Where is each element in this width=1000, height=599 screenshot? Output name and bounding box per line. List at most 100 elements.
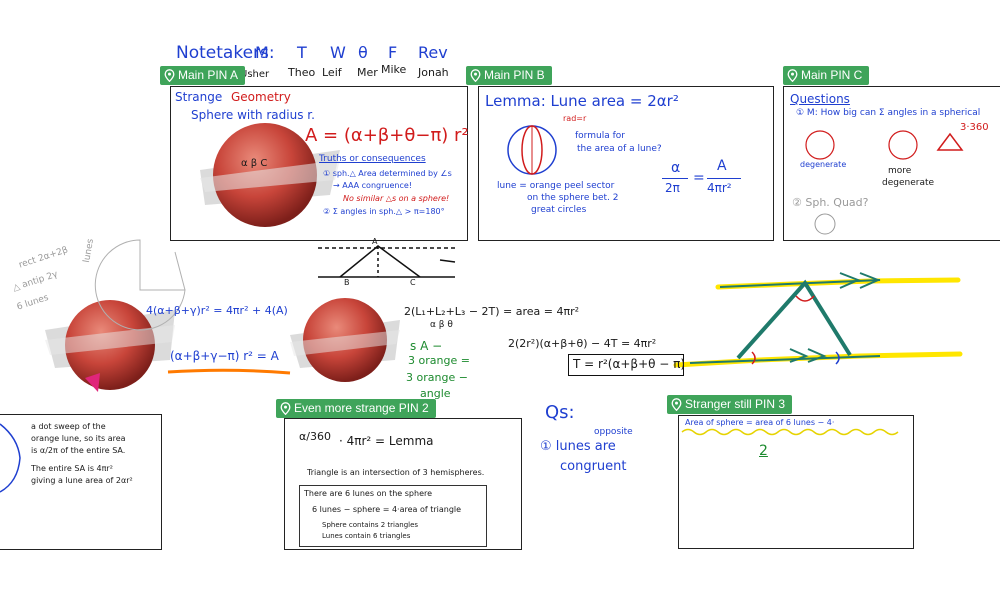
pin-b-lune3: great circles: [531, 205, 587, 215]
pin-a-t1b: → AAA congruence!: [333, 181, 412, 190]
pin-c-more-2: degenerate: [882, 178, 935, 188]
pin-b-rad: rad=r: [563, 114, 587, 123]
pin-c-num: 3·360: [960, 122, 989, 133]
pin-label: Main PIN C: [801, 68, 863, 82]
day-t: T: [297, 43, 307, 62]
name-mike: Mike: [381, 63, 407, 76]
pin-2-frac: α/360: [299, 430, 331, 443]
sphere-drawing-a: [200, 123, 340, 227]
sa-text: s A −: [410, 339, 443, 353]
big-eq-3: 2(2r²)(α+β+θ) − 4T = 4πr²: [508, 337, 657, 350]
pin-c-degenerate: degenerate: [800, 160, 847, 169]
yellow-wave: [681, 428, 899, 436]
pin-main-b[interactable]: Main PIN B: [466, 66, 552, 85]
orange-underline: [167, 368, 291, 375]
circle-edge-sketch: [0, 423, 21, 493]
pin-1-l5: giving a lune area of 2αr²: [31, 476, 133, 485]
pin-a-sphere-label: α β C: [241, 158, 268, 169]
pin-a-t1c: No similar △s on a sphere!: [343, 194, 450, 203]
pin-a-t2: ② Σ angles in sph.△ > π=180°: [323, 207, 445, 216]
pin-b-lemma: Lemma: Lune area = 2αr²: [485, 92, 679, 110]
pin-3-l2: 2: [759, 443, 768, 459]
pin-frame-a[interactable]: Strange Geometry Sphere with radius r. A…: [170, 86, 469, 241]
frac-bar: [707, 178, 741, 179]
tri-text: angle: [420, 387, 451, 400]
sphere-drawing-left: [45, 300, 175, 392]
eq2-text: (α+β+γ−π) r² = A: [170, 349, 279, 363]
questions-sketch: [805, 130, 964, 235]
location-pin-icon: [470, 69, 481, 82]
pin-frame-2[interactable]: α/360 · 4πr² = Lemma Triangle is an inte…: [284, 418, 522, 550]
sphere-drawing-middle: [290, 298, 400, 382]
parallel-lines-diagram: [673, 272, 963, 368]
triangle-label-c: C: [410, 278, 416, 287]
pin-b-frac-l-den: 2π: [665, 181, 680, 195]
pin-b-lune1: lune = orange peel sector: [497, 181, 615, 191]
pin-a-title-2: Geometry: [231, 90, 291, 104]
name-jonah: Jonah: [418, 66, 449, 79]
pin-b-eq: =: [693, 170, 705, 186]
pin-a-title-1: Strange: [175, 90, 223, 104]
location-pin-icon: [671, 398, 682, 411]
pin-frame-3[interactable]: Area of sphere = area of 6 lunes − 4· 2: [678, 415, 914, 549]
pin-a-truths: Truths or consequences: [319, 154, 426, 164]
boxed-result: T = r²(α+β+θ − π): [568, 354, 686, 376]
qs-l1: ① lunes are: [540, 439, 616, 454]
qs-opposite: opposite: [594, 427, 633, 437]
pin-2-eq: · 4πr² = Lemma: [339, 434, 434, 448]
pin-a-formula: A = (α+β+θ−π) r²: [305, 125, 469, 146]
name-usher: Usher: [240, 69, 270, 80]
triangle-label-a: A: [372, 237, 378, 246]
lune-sketch: [507, 125, 557, 175]
big-eq-1: 2(L₁+L₂+L₃ − 2T) = area = 4πr²: [404, 305, 580, 318]
triangle-label-b: B: [344, 278, 350, 287]
orange1-text: 3 orange =: [408, 354, 470, 367]
pin-2-box2: 6 lunes − sphere = 4·area of triangle: [312, 505, 462, 514]
orange2-text: 3 orange −: [406, 371, 468, 384]
name-mer: Mer: [357, 66, 378, 79]
pin-frame-b[interactable]: Lemma: Lune area = 2αr² rad=r formula fo…: [478, 86, 774, 241]
pin-2-box4: Lunes contain 6 triangles: [322, 532, 411, 540]
pin-label: Main PIN A: [178, 68, 239, 82]
pin-a-t1a: ① sph.△ Area determined by ∠s: [323, 169, 452, 178]
big-eq-2: α β θ: [430, 320, 453, 330]
boxed-text: T = r²(α+β+θ − π): [573, 357, 686, 371]
location-pin-icon: [164, 69, 175, 82]
pin-b-note1: formula for: [575, 131, 625, 141]
pie-sketch: [94, 239, 186, 331]
pin-1-l4: The entire SA is 4πr²: [31, 464, 113, 473]
pin-1-l2: orange lune, so its area: [31, 434, 126, 443]
pin-2-inner-box: There are 6 lunes on the sphere 6 lunes …: [299, 485, 487, 547]
location-pin-icon: [280, 402, 291, 415]
qs-title: Qs:: [545, 402, 575, 423]
pin-b-frac-l-num: α: [671, 160, 681, 176]
pin-c-more-1: more: [888, 166, 912, 176]
qs-l2: congruent: [560, 459, 627, 474]
pin-2-box1: There are 6 lunes on the sphere: [304, 489, 433, 498]
name-theo: Theo: [288, 66, 316, 79]
day-w: W: [330, 43, 346, 62]
pin-label: Main PIN B: [484, 68, 545, 82]
pin-even-more-strange-2[interactable]: Even more strange PIN 2: [276, 399, 436, 418]
pin-frame-1[interactable]: a dot sweep of the orange lune, so its a…: [0, 414, 162, 550]
pin-c-q1: ① M: How big can Σ angles in a spherical: [796, 108, 981, 118]
pin-frame-c[interactable]: Questions ① M: How big can Σ angles in a…: [783, 86, 1000, 241]
pin-b-frac-r-den: 4πr²: [707, 181, 732, 195]
location-pin-icon: [787, 69, 798, 82]
pin-main-c[interactable]: Main PIN C: [783, 66, 870, 85]
pin-a-subtitle: Sphere with radius r.: [191, 108, 315, 122]
day-rev: Rev: [418, 43, 448, 62]
pin-b-note2: the area of a lune?: [577, 144, 662, 154]
pin-b-frac-r-num: A: [717, 158, 727, 174]
name-leif: Leif: [322, 66, 342, 79]
triangle-sketch: [318, 245, 456, 278]
pin-main-a[interactable]: Main PIN A: [160, 66, 246, 85]
pin-c-q2: ② Sph. Quad?: [792, 196, 869, 209]
pin-label: Stranger still PIN 3: [685, 397, 786, 411]
pin-b-lune2: on the sphere bet. 2: [527, 193, 619, 203]
eq1-text: 4(α+β+γ)r² = 4πr² + 4(A): [146, 304, 288, 317]
day-m: M: [255, 43, 269, 62]
pin-label: Even more strange PIN 2: [294, 401, 429, 415]
pin-stranger-still-3[interactable]: Stranger still PIN 3: [667, 395, 793, 414]
